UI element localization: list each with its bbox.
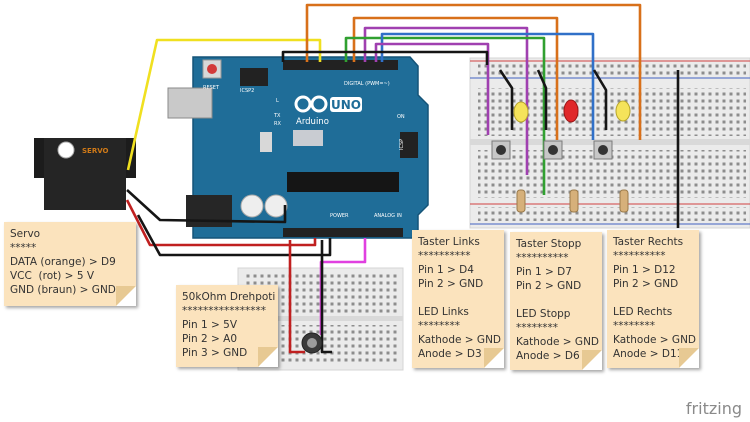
analog-label: ANALOG IN: [374, 213, 402, 219]
note-links-line: Pin 1 > D4: [418, 264, 474, 276]
wire-orange-2: [352, 16, 559, 140]
capacitor: [264, 194, 288, 218]
note-rechts-line: **********: [613, 250, 666, 262]
led-stop: [563, 99, 579, 123]
board-logo: UNO: [331, 98, 361, 112]
power-label: POWER: [330, 213, 349, 219]
note-servo-line: VCC (rot) > 5 V: [10, 270, 95, 282]
wire-servo-vcc: [125, 199, 317, 247]
note-fold: [582, 350, 602, 370]
note-stopp-line: LED Stopp: [516, 308, 571, 320]
servo-label: SERVO: [82, 147, 109, 155]
atmega-chip: [287, 172, 399, 192]
wire-green: [344, 36, 546, 195]
reset-label: RESET: [203, 85, 220, 91]
capacitor: [240, 194, 264, 218]
note-fold: [258, 347, 278, 367]
usb-connector: [167, 87, 213, 119]
note-servo-line: GND (braun) > GND: [10, 284, 116, 296]
reset-button: [207, 64, 217, 74]
icsp-label: ICSP: [399, 139, 405, 150]
note-links-line: Taster Links: [418, 236, 480, 248]
note-links-line: Pin 2 > GND: [418, 278, 484, 290]
note-fold: [116, 286, 136, 306]
note-poti-line: ****************: [182, 305, 266, 317]
note-stopp-line: Pin 2 > GND: [516, 280, 582, 292]
note-links-line: LED Links: [418, 306, 469, 318]
note-poti-line: Pin 1 > 5V: [182, 319, 238, 331]
resistor-stop: [569, 189, 579, 213]
note-stopp-line: ********: [516, 322, 558, 334]
note-fold: [484, 348, 504, 368]
note-stopp-line: Anode > D6: [516, 350, 580, 362]
wire-purple: [363, 26, 529, 175]
analog-header: [283, 228, 403, 237]
note-links-line: Kathode > GND: [418, 334, 502, 346]
servo-motor: SERVO: [34, 138, 136, 210]
note-rechts-line: ********: [613, 320, 655, 332]
rx-label: RX: [274, 121, 281, 127]
note-rechts-line: LED Rechts: [613, 306, 673, 318]
arduino-logo-icon: [294, 95, 328, 113]
note-stopp-line: Taster Stopp: [516, 238, 582, 250]
wire-blue: [380, 32, 595, 140]
note-servo: Servo ***** DATA (orange) > D9 VCC (rot)…: [4, 222, 136, 306]
potentiometer: [301, 332, 323, 354]
digital-label: DIGITAL (PWM=~): [344, 81, 390, 87]
note-rechts-line: Pin 1 > D12: [613, 264, 676, 276]
pushbuttons: [491, 140, 613, 160]
note-poti-line: Pin 3 > GND: [182, 347, 248, 359]
note-taster-stopp: Taster Stopp ********** Pin 1 > D7 Pin 2…: [510, 232, 602, 370]
wire-gnd: [136, 214, 332, 257]
note-rechts-line: [613, 291, 693, 305]
wire-black-3: [592, 69, 608, 130]
wire-pot-5v: [288, 240, 305, 354]
l-label: L: [276, 98, 279, 104]
note-servo-line: DATA (orange) > D9: [10, 256, 116, 268]
note-taster-links: Taster Links ********** Pin 1 > D4 Pin 2…: [412, 230, 504, 368]
digital-header: [283, 60, 398, 70]
wire-servo-gnd: [126, 189, 287, 224]
wires: [125, 3, 680, 354]
resistor-right: [619, 189, 629, 213]
note-servo-line: *****: [10, 242, 37, 254]
note-stopp-line: [516, 293, 596, 307]
note-poti: 50kOhm Drehpoti **************** Pin 1 >…: [176, 285, 278, 367]
note-poti-line: 50kOhm Drehpoti: [182, 291, 276, 303]
resistors: [516, 189, 629, 213]
note-fold: [679, 348, 699, 368]
note-links-line: Anode > D3: [418, 348, 482, 360]
note-poti-line: Pin 2 > A0: [182, 333, 238, 345]
resistor-left: [516, 189, 526, 213]
wire-pot-gnd: [320, 240, 332, 354]
leds: [513, 99, 631, 123]
wire-black-2: [536, 69, 548, 130]
led-right: [615, 100, 631, 122]
wire-gnd-top: [281, 50, 489, 65]
note-stopp-line: **********: [516, 252, 569, 264]
note-links-line: ********: [418, 320, 460, 332]
note-stopp-line: Pin 1 > D7: [516, 266, 572, 278]
wire-orange: [305, 3, 642, 140]
note-stopp-line: Kathode > GND: [516, 336, 600, 348]
tx-label: TX: [273, 113, 281, 119]
icsp2-label: ICSP2: [240, 88, 254, 94]
wire-black-1: [498, 69, 514, 130]
note-rechts-line: Anode > D11: [613, 348, 684, 360]
led-left: [513, 101, 529, 123]
note-rechts-line: Pin 2 > GND: [613, 278, 679, 290]
on-label: ON: [397, 114, 405, 120]
fritzing-watermark: fritzing: [685, 399, 742, 418]
note-taster-rechts: Taster Rechts ********** Pin 1 > D12 Pin…: [607, 230, 699, 368]
note-rechts-line: Taster Rechts: [613, 236, 684, 248]
note-links-line: [418, 291, 498, 305]
note-links-line: **********: [418, 250, 471, 262]
board-brand: Arduino: [296, 117, 329, 127]
arduino-uno-board: UNO Arduino RESET ICSP2 ICSP DIGITAL (PW…: [167, 56, 429, 239]
note-servo-line: Servo: [10, 228, 41, 240]
note-rechts-line: Kathode > GND: [613, 334, 697, 346]
